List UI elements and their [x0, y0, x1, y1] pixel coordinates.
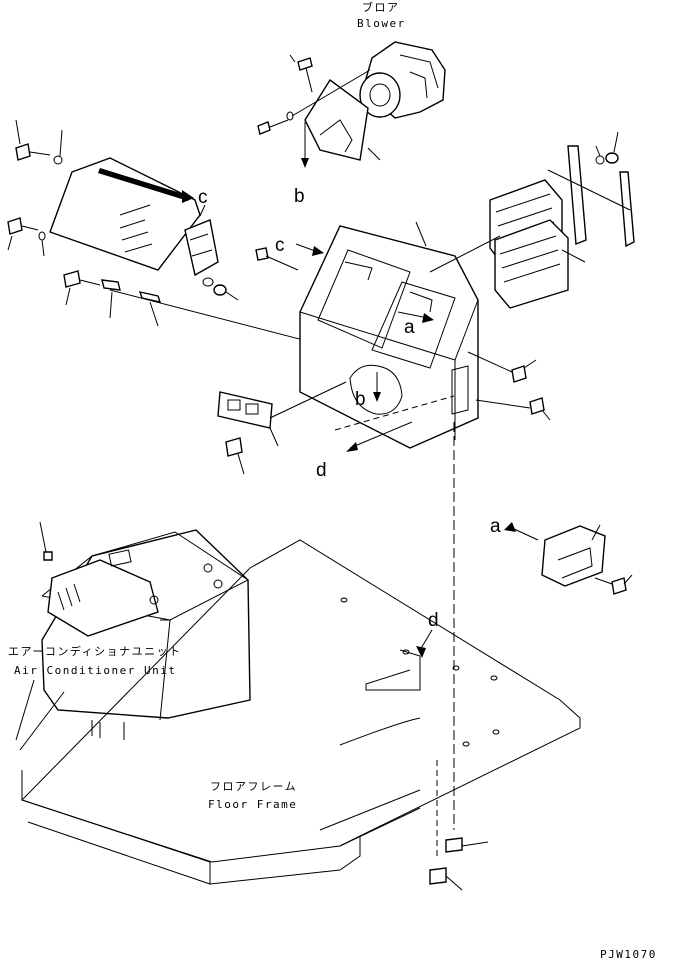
cover-panel-group: c — [7, 119, 401, 366]
ac-unit-label-en: Air Conditioner Unit — [14, 664, 176, 677]
floor-bolts-group: d — [416, 422, 489, 891]
ac-unit-label-jp: エアーコンディショナユニット — [8, 644, 182, 658]
bolt-icon — [257, 121, 271, 135]
bolt-icon — [297, 57, 313, 71]
bolt-icon — [529, 397, 545, 415]
ref-letter-c-housing: c — [275, 235, 285, 256]
outlet-group: a — [490, 516, 633, 595]
ref-letter-c-left: c — [198, 187, 208, 208]
vent-louver-lower — [494, 219, 569, 309]
vent-blade — [567, 145, 587, 246]
blower-group: ブロア Blower b — [257, 0, 446, 207]
bolt-icon — [511, 365, 527, 383]
washer-icon — [38, 231, 46, 241]
arrow-icon — [312, 246, 324, 256]
blower-bracket — [304, 78, 369, 161]
washer-icon — [595, 155, 605, 165]
arrow-icon — [373, 392, 381, 402]
blower-fan-housing — [359, 72, 401, 118]
clip-icon — [101, 279, 121, 291]
ref-letter-a-housing: a — [404, 317, 415, 338]
nut-icon — [605, 152, 619, 164]
bolt-icon — [445, 837, 463, 853]
washer-icon — [286, 111, 294, 121]
ac-control-panel — [47, 559, 159, 637]
ref-letter-d-floor: d — [428, 610, 439, 631]
washer-icon — [53, 155, 63, 165]
arrow-icon — [422, 313, 434, 323]
ref-letter-b-housing: b — [355, 389, 366, 410]
bolt-icon — [429, 867, 447, 885]
screw-icon — [43, 551, 53, 561]
bolt-icon — [63, 270, 81, 288]
arrow-icon — [301, 158, 309, 168]
ref-letter-a-outlet: a — [490, 516, 501, 537]
ref-letter-b-top: b — [294, 186, 305, 207]
floor-frame-label-jp: フロアフレーム — [210, 780, 297, 793]
arrow-icon — [416, 646, 426, 658]
washer-icon — [202, 277, 214, 287]
bolt-icon — [7, 217, 23, 235]
cover-panel — [49, 157, 201, 271]
duct-housing — [299, 225, 479, 449]
bolt-icon — [225, 437, 243, 457]
vent-outlet — [541, 525, 606, 587]
clip-icon — [138, 291, 162, 303]
floor-frame-label-en: Floor Frame — [208, 798, 297, 811]
switch-panel — [217, 391, 273, 429]
ac-unit-group — [39, 521, 251, 740]
filter-holder — [184, 219, 219, 277]
vent-group — [429, 131, 635, 309]
bolt-icon — [15, 143, 31, 161]
arrow-icon — [182, 190, 194, 203]
nut-icon — [255, 247, 269, 261]
blower-label-jp: ブロア — [362, 0, 400, 14]
nut-icon — [213, 284, 227, 296]
switch-panel-group — [217, 381, 347, 475]
arrow-icon — [504, 522, 516, 532]
ref-letter-d-housing: d — [316, 460, 327, 481]
housing-group: a b c d — [255, 221, 551, 481]
drawing-code: PJW1070 — [600, 948, 657, 961]
floor-frame-group — [19, 539, 581, 885]
arrow-icon — [346, 442, 358, 452]
bolt-icon — [611, 577, 627, 595]
blower-label-en: Blower — [357, 17, 406, 30]
ac-unit-leader — [15, 679, 35, 741]
